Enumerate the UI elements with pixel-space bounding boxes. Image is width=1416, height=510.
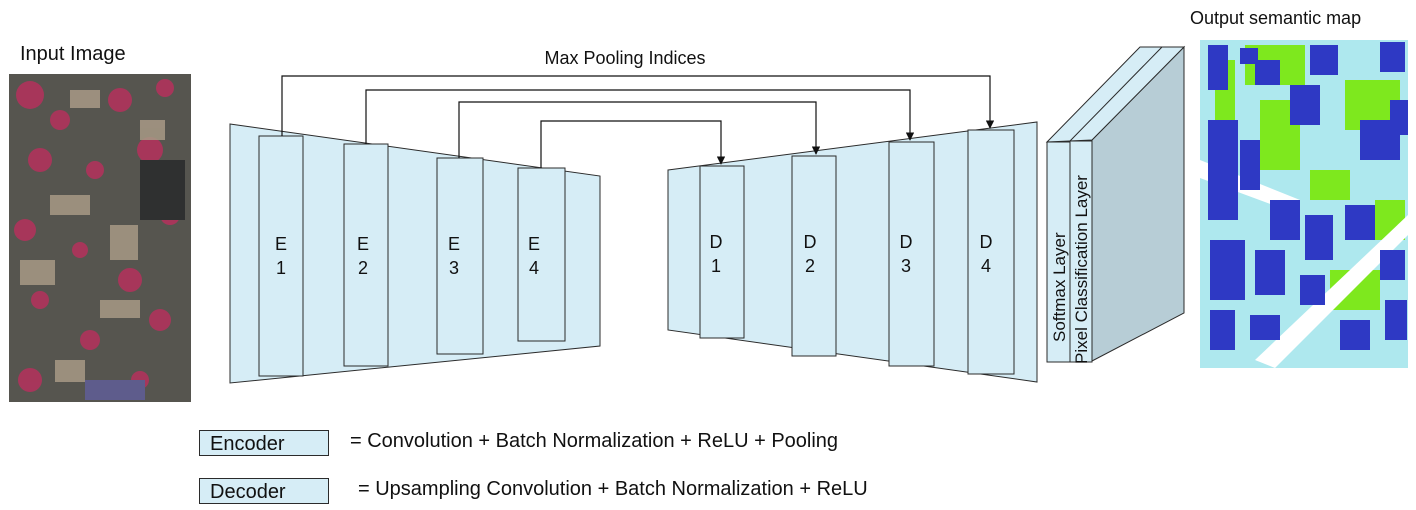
legend-encoder-swatch: Encoder <box>199 430 329 456</box>
decoder-label-d1-num: 1 <box>711 256 721 276</box>
decoder-label-d3-letter: D <box>900 232 913 252</box>
classification-stack <box>1045 45 1186 363</box>
decoder-label-d2-num: 2 <box>805 256 815 276</box>
skip-connection-e2-d3 <box>365 89 915 144</box>
input-image <box>9 74 191 402</box>
decoder-block-d4 <box>967 129 1015 375</box>
decoder-label-d2-letter: D <box>804 232 817 252</box>
pixel-classification-label: Pixel Classification Layer <box>1072 175 1091 364</box>
decoder-block-d2 <box>791 155 837 357</box>
slab-top-divider <box>1069 46 1163 142</box>
encoder-label-e2-num: 2 <box>358 258 368 278</box>
encoder-block-e3 <box>436 157 484 355</box>
encoder-label-e1-letter: E <box>275 234 287 254</box>
skip-connection-e3-d2 <box>458 101 821 158</box>
legend-encoder-description: = Convolution + Batch Normalization + Re… <box>350 430 839 452</box>
pixel-classification-face <box>1069 140 1093 363</box>
encoder-label-e2-letter: E <box>357 234 369 254</box>
encoder-block-e1 <box>258 135 304 377</box>
legend-decoder-swatch: Decoder <box>199 478 329 504</box>
decoder-label-d3-num: 3 <box>901 256 911 276</box>
skip-connections-label: Max Pooling Indices <box>544 48 705 68</box>
encoder-label-e3-letter: E <box>448 234 460 254</box>
softmax-layer-label: Softmax Layer <box>1050 232 1069 342</box>
decoder-label-d4-letter: D <box>980 232 993 252</box>
decoder-block-d1 <box>699 165 745 339</box>
skip-connection-e4-d1 <box>540 120 726 168</box>
output-map-title: Output semantic map <box>1190 8 1361 28</box>
encoder-label-e4-num: 4 <box>529 258 539 278</box>
legend-decoder-description: = Upsampling Convolution + Batch Normali… <box>358 478 868 500</box>
encoder-block-e2 <box>343 143 389 367</box>
encoder-label-e3-num: 3 <box>449 258 459 278</box>
skip-connection-e1-d4 <box>281 75 995 136</box>
output-semantic-map <box>1200 40 1408 368</box>
encoder-label-e4-letter: E <box>528 234 540 254</box>
skip-connections <box>281 75 995 168</box>
encoder-label-e1-num: 1 <box>276 258 286 278</box>
decoder-block-d3 <box>888 141 935 367</box>
input-image-title: Input Image <box>20 43 126 65</box>
decoder-label-d1-letter: D <box>710 232 723 252</box>
encoder-block-e4 <box>517 167 566 342</box>
decoder-label-d4-num: 4 <box>981 256 991 276</box>
